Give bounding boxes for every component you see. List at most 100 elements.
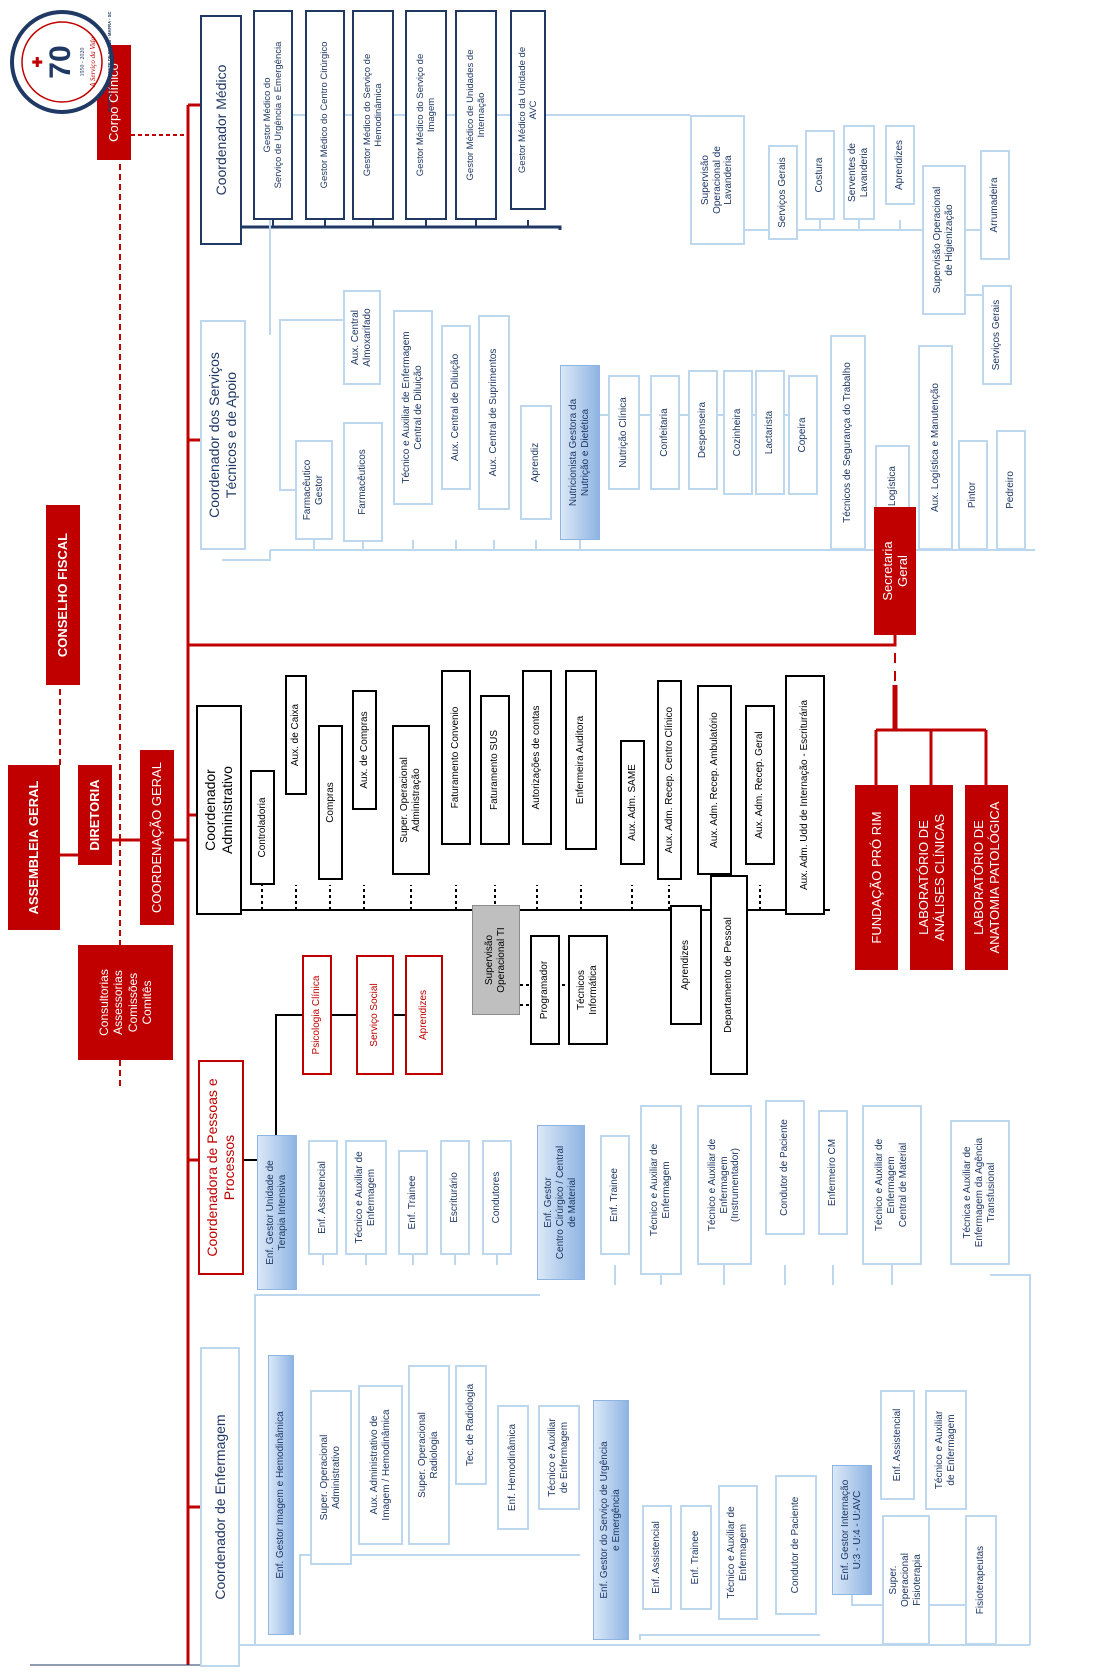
box-text: Aux. de Compras (358, 711, 370, 789)
aux-caixa-box: Aux. de Caixa (285, 675, 307, 795)
hospital-logo: 70 ✚ 1950 - 2020 A Serviço da Vida HOSPI… (10, 10, 114, 114)
box-text: e Emergência (611, 1489, 622, 1551)
box-text: Lavanderia (859, 147, 870, 198)
box-text: Lavanderia (723, 155, 735, 205)
faturamento-sus-box: Faturamento SUS (480, 695, 510, 845)
controladoria-box: Controladoria (250, 770, 275, 885)
box-text: de Enfermagem (559, 1421, 570, 1494)
consultorias-dashed-line (119, 840, 125, 1086)
box-text: Enf. Gestor Internação (840, 1479, 852, 1581)
box-text: Geral (895, 555, 910, 587)
box-text: Super. Operacional (319, 1434, 331, 1521)
box-text: Lactarista (764, 410, 776, 455)
logo-numeral: 70 (44, 45, 77, 78)
enf-trainee-cc-box: Enf. Trainee (600, 1135, 630, 1255)
box-text: Confeitaria (659, 408, 671, 457)
box-text: Copeira (797, 417, 809, 453)
box-text: Cozinheira (732, 408, 744, 457)
box-text: Enf. Hemodinâmica (507, 1423, 519, 1512)
conselho-fiscal-box: CONSELHO FISCAL (46, 505, 80, 685)
box-text: Central de Material (897, 1142, 909, 1228)
box-text: Aux. Adm. Recep. Geral (754, 731, 766, 839)
box-text: CONSELHO FISCAL (55, 532, 71, 658)
box-text: Enf. Assistencial (317, 1161, 329, 1234)
logo-hospital-name: HOSPITAL SÃO VICENTE DE PAULO - MAFRA - … (107, 11, 112, 112)
box-text: Administrativo (331, 1446, 342, 1509)
box-text: Departamento de Pessoal (723, 917, 735, 1033)
box-text: Coordenador (202, 769, 219, 851)
condutor-urgencia-box: Condutor de Paciente (775, 1475, 817, 1615)
box-text: Supervisão Operacional (932, 186, 944, 294)
box-text: Enf. Trainee (407, 1175, 419, 1230)
logo-slogan: A Serviço da Vida (89, 36, 97, 88)
programador-box: Programador (530, 935, 560, 1045)
servicos-gerais-lavanderia-box: Serviços Gerais (768, 145, 798, 240)
box-text: Enf. Gestor (543, 1177, 555, 1228)
box-text: Condutor de Paciente (779, 1119, 791, 1216)
aprendiz-box: Aprendiz (520, 405, 552, 520)
box-text: Autorizações de contas (531, 705, 543, 810)
box-text: Operacional (900, 1553, 912, 1607)
box-text: Pedreiro (1005, 471, 1017, 509)
box-text: Gestor Médico de Unidades de (464, 49, 476, 181)
box-text: Técnico e Auxiliar de (354, 1151, 366, 1244)
box-text: Super. Operacional (417, 1412, 429, 1498)
box-text: Aux. Central de Diluição (450, 353, 462, 462)
box-text: LABORATÓRIO DE (971, 820, 987, 935)
box-text: Processos (221, 1134, 237, 1201)
box-text: Técnico e Auxiliar (547, 1418, 559, 1497)
box-text: Aux. Adm. Recep. Ambulatório (708, 712, 720, 848)
box-text: ANATOMIA PATOLÓGICA (986, 801, 1002, 954)
aux-suprimentos-box: Aux. Central de Suprimentos (478, 315, 510, 510)
aux-recep-centro-clinico-box: Aux. Adm. Recep. Centro Clínico (657, 680, 682, 880)
farmaceuticos-box: Farmacêuticos (343, 422, 383, 542)
box-text: Arrumadeira (989, 177, 1001, 233)
costura-box: Costura (805, 130, 835, 220)
box-text: Enfermagem (886, 1156, 898, 1214)
box-text: Supervisão (484, 934, 496, 986)
enf-trainee-uti-box: Enf. Trainee (398, 1150, 428, 1255)
box-text: Serventes de (847, 143, 859, 202)
box-text: Enf. Trainee (609, 1168, 621, 1222)
box-text: Consultorias (97, 969, 112, 1036)
box-text: Aprendizes (418, 989, 430, 1041)
urgencia-bus-line (639, 1634, 820, 1640)
box-text: Enfermagem (718, 1156, 730, 1214)
box-text: Técnica e Auxiliar de (962, 1146, 974, 1239)
box-text: Escriturário (449, 1172, 461, 1223)
corpo-clinico-dashed-line (119, 101, 131, 840)
box-text: Nutrição e Dietética (580, 408, 591, 497)
box-text: Enf. Gestor Imagem e Hemodinâmica (275, 1411, 287, 1579)
despenseira-box: Despenseira (688, 370, 718, 490)
box-text: Gestor Médico do Serviço de (414, 53, 426, 177)
box-text: Secretaria (879, 541, 895, 601)
box-text: Aux. Logística e Manutenção (929, 383, 941, 512)
box-text: Coordenadora de Pessoas e (204, 1078, 221, 1257)
box-text: Técnico e Auxiliar de (649, 1143, 661, 1237)
box-text: Tec. de Radiologia (465, 1383, 477, 1467)
confeitaria-box: Confeitaria (650, 375, 680, 490)
box-text: Super. Operacional (399, 757, 411, 843)
box-text: (Instrumentador) (730, 1148, 742, 1222)
box-text: Gestor (314, 475, 325, 506)
box-text: Aux. Central de Suprimentos (488, 348, 500, 477)
box-text: Aux. Administrativo de (368, 1415, 380, 1515)
aprendizes-pessoas-box: Aprendizes (405, 955, 443, 1075)
enfermeiro-cm-box: Enfermeiro CM (818, 1110, 848, 1235)
box-text: Serviços Gerais (991, 299, 1003, 371)
farmaceutico-almoxarifado-line (279, 319, 343, 491)
